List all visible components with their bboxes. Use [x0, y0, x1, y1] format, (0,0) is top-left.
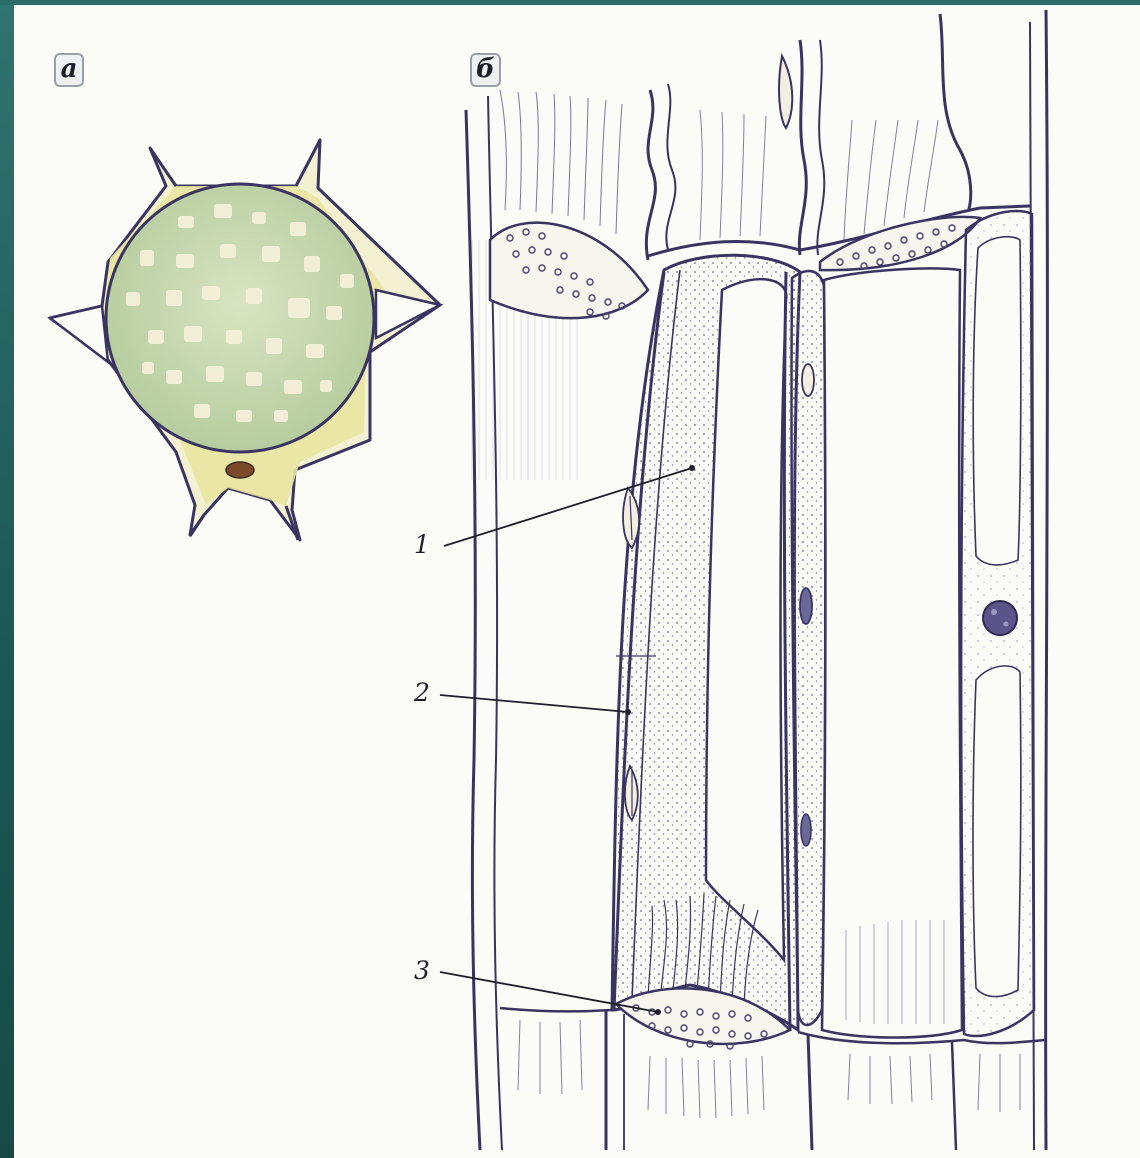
wall-wavy-2 — [799, 40, 806, 255]
companion-cell-top — [779, 56, 792, 128]
longitudinal-section — [440, 10, 1047, 1150]
wall-wavy-1 — [646, 90, 655, 260]
wall-wavy-3 — [940, 14, 971, 210]
sieve-tube-lumen — [706, 279, 786, 960]
leader-line-2 — [440, 695, 628, 712]
panel-label-a: а — [54, 53, 84, 87]
cell-cross-section — [50, 140, 440, 540]
cross-wall-bottom — [500, 1008, 612, 1011]
clear-cell — [822, 268, 962, 1037]
intercellular-space — [50, 306, 108, 362]
callout-label-2: 2 — [414, 678, 430, 707]
callout-label-1: 1 — [414, 530, 430, 559]
nucleus — [226, 462, 254, 478]
nucleus-parenchyma — [983, 601, 1017, 635]
callout-label-3: 3 — [414, 956, 430, 985]
sieve-plate-upper-right — [820, 217, 980, 270]
panel-label-b: б — [470, 53, 501, 87]
